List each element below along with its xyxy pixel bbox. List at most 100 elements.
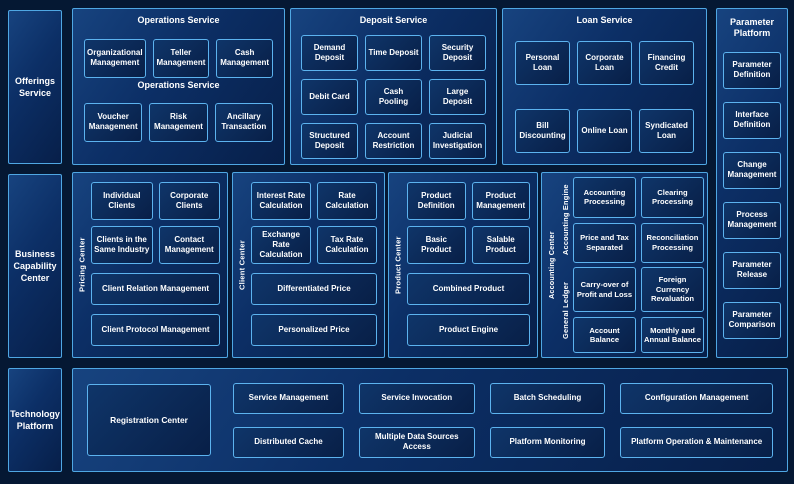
accounting-engine-grid: Accounting Processing Clearing Processin… [573, 177, 704, 263]
block-combined-product: Combined Product [407, 273, 530, 305]
block-process-management: Process Management [723, 201, 781, 239]
block-corporate-clients: Corporate Clients [158, 182, 220, 220]
technology-platform-label: Technology Platform [10, 408, 60, 431]
parameter-platform-title: Parameter Platform [729, 17, 775, 38]
panel-parameter-platform: Parameter Platform Parameter Definition … [716, 8, 788, 358]
block-structured-deposit: Structured Deposit [301, 122, 358, 159]
block-multiple-data-sources-access: Multiple Data Sources Access [358, 426, 475, 458]
operations-row2: Voucher Management Risk Management Ancil… [84, 102, 273, 142]
panel-client-center: Client Center Interest Rate Calculation … [232, 172, 385, 358]
block-platform-operation-maintenance: Platform Operation & Maintenance [620, 426, 773, 458]
block-batch-scheduling: Batch Scheduling [489, 382, 606, 414]
offerings-service-label: Offerings Service [14, 75, 55, 98]
block-registration-center: Registration Center [87, 384, 211, 456]
block-demand-deposit: Demand Deposit [301, 34, 358, 71]
block-judicial-investigation: Judicial Investigation [429, 122, 486, 159]
loan-service-title: Loan Service [576, 15, 633, 25]
block-change-management: Change Management [723, 151, 781, 189]
block-time-deposit: Time Deposit [365, 34, 422, 71]
block-service-invocation: Service Invocation [358, 382, 475, 414]
block-accounting-processing: Accounting Processing [573, 177, 636, 218]
block-personal-loan: Personal Loan [515, 40, 570, 85]
pricing-small-grid: Individual Clients Corporate Clients Cli… [91, 182, 220, 264]
client-small-grid: Interest Rate Calculation Rate Calculati… [251, 182, 377, 264]
block-parameter-definition: Parameter Definition [723, 51, 781, 89]
accounting-center-label: Accounting Center [547, 231, 556, 299]
block-large-deposit: Large Deposit [429, 78, 486, 115]
product-small-grid: Product Definition Product Management Ba… [407, 182, 530, 264]
rail-offerings-service: Offerings Service [8, 10, 62, 164]
rail-business-capability-center: Business Capability Center [8, 174, 62, 358]
block-corporate-loan: Corporate Loan [577, 40, 632, 85]
block-financing-credit: Financing Credit [639, 40, 694, 85]
block-voucher-management: Voucher Management [84, 102, 143, 142]
panel-technology-platform: Registration Center Service Management S… [72, 368, 788, 472]
panel-deposit-service: Deposit Service Demand Deposit Time Depo… [290, 8, 497, 165]
block-parameter-comparison: Parameter Comparison [723, 301, 781, 339]
deposit-grid: Demand Deposit Time Deposit Security Dep… [301, 34, 486, 159]
block-basic-product: Basic Product [407, 226, 466, 264]
panel-operations-service: Operations Service Organizational Manage… [72, 8, 285, 165]
panel-pricing-center: Pricing Center Individual Clients Corpor… [72, 172, 228, 358]
block-risk-management: Risk Management [149, 102, 208, 142]
block-interest-rate-calculation: Interest Rate Calculation [251, 182, 311, 220]
panel-loan-service: Loan Service Personal Loan Corporate Loa… [502, 8, 707, 165]
block-platform-monitoring: Platform Monitoring [489, 426, 606, 458]
loan-row2: Bill Discounting Online Loan Syndicated … [515, 108, 694, 153]
operations-service-watermark-label: Operations Service [137, 79, 220, 90]
block-carry-over-profit-loss: Carry-over of Profit and Loss [573, 267, 636, 313]
block-teller-management: Teller Management [152, 38, 210, 78]
operations-row1: Organizational Management Teller Managem… [84, 38, 273, 78]
technology-grid: Service Management Service Invocation Ba… [233, 381, 773, 459]
block-tax-rate-calculation: Tax Rate Calculation [317, 226, 377, 264]
block-account-balance: Account Balance [573, 317, 636, 353]
product-center-content: Product Definition Product Management Ba… [407, 173, 537, 357]
block-interface-definition: Interface Definition [723, 101, 781, 139]
block-account-restriction: Account Restriction [365, 122, 422, 159]
pricing-center-content: Individual Clients Corporate Clients Cli… [91, 173, 227, 357]
block-service-management: Service Management [233, 382, 344, 414]
block-clearing-processing: Clearing Processing [641, 177, 704, 218]
block-product-definition: Product Definition [407, 182, 466, 220]
general-ledger-group: General Ledger Carry-over of Profit and … [558, 267, 704, 353]
general-ledger-label: General Ledger [561, 281, 570, 339]
block-personalized-price: Personalized Price [251, 314, 377, 346]
block-product-engine: Product Engine [407, 314, 530, 346]
block-cash-management: Cash Management [216, 38, 273, 78]
block-exchange-rate-calculation: Exchange Rate Calculation [251, 226, 311, 264]
client-center-content: Interest Rate Calculation Rate Calculati… [251, 173, 384, 357]
block-price-and-tax-separated: Price and Tax Separated [573, 222, 636, 263]
block-reconciliation-processing: Reconciliation Processing [641, 222, 704, 263]
block-online-loan: Online Loan [577, 108, 632, 153]
deposit-service-title: Deposit Service [359, 15, 428, 25]
block-debit-card: Debit Card [301, 78, 358, 115]
panel-accounting-center: Accounting Center Accounting Engine Acco… [541, 172, 708, 358]
block-individual-clients: Individual Clients [91, 182, 153, 220]
block-product-management: Product Management [471, 182, 530, 220]
client-center-label: Client Center [237, 240, 247, 290]
block-differentiated-price: Differentiated Price [251, 273, 377, 305]
rail-technology-platform: Technology Platform [8, 368, 62, 472]
block-cash-pooling: Cash Pooling [365, 78, 422, 115]
block-organizational-management: Organizational Management [84, 38, 146, 78]
business-capability-center-label: Business Capability Center [13, 248, 57, 284]
loan-row1: Personal Loan Corporate Loan Financing C… [515, 40, 694, 85]
block-configuration-management: Configuration Management [620, 382, 773, 414]
block-clients-same-industry: Clients in the Same Industry [91, 226, 153, 264]
block-foreign-currency-revaluation: Foreign Currency Revaluation [641, 267, 704, 313]
block-distributed-cache: Distributed Cache [233, 426, 344, 458]
block-client-protocol-management: Client Protocol Management [91, 314, 220, 346]
accounting-engine-label: Accounting Engine [561, 184, 570, 256]
general-ledger-grid: Carry-over of Profit and Loss Foreign Cu… [573, 267, 704, 353]
product-center-label: Product Center [393, 236, 403, 294]
block-monthly-annual-balance: Monthly and Annual Balance [641, 317, 704, 353]
pricing-center-label: Pricing Center [77, 237, 87, 293]
accounting-engine-group: Accounting Engine Accounting Processing … [558, 177, 704, 263]
block-bill-discounting: Bill Discounting [515, 108, 570, 153]
accounting-groups: Accounting Engine Accounting Processing … [558, 177, 704, 353]
block-salable-product: Salable Product [471, 226, 530, 264]
block-ancillary-transaction: Ancillary Transaction [214, 102, 273, 142]
block-contact-management: Contact Management [158, 226, 220, 264]
block-syndicated-loan: Syndicated Loan [639, 108, 694, 153]
